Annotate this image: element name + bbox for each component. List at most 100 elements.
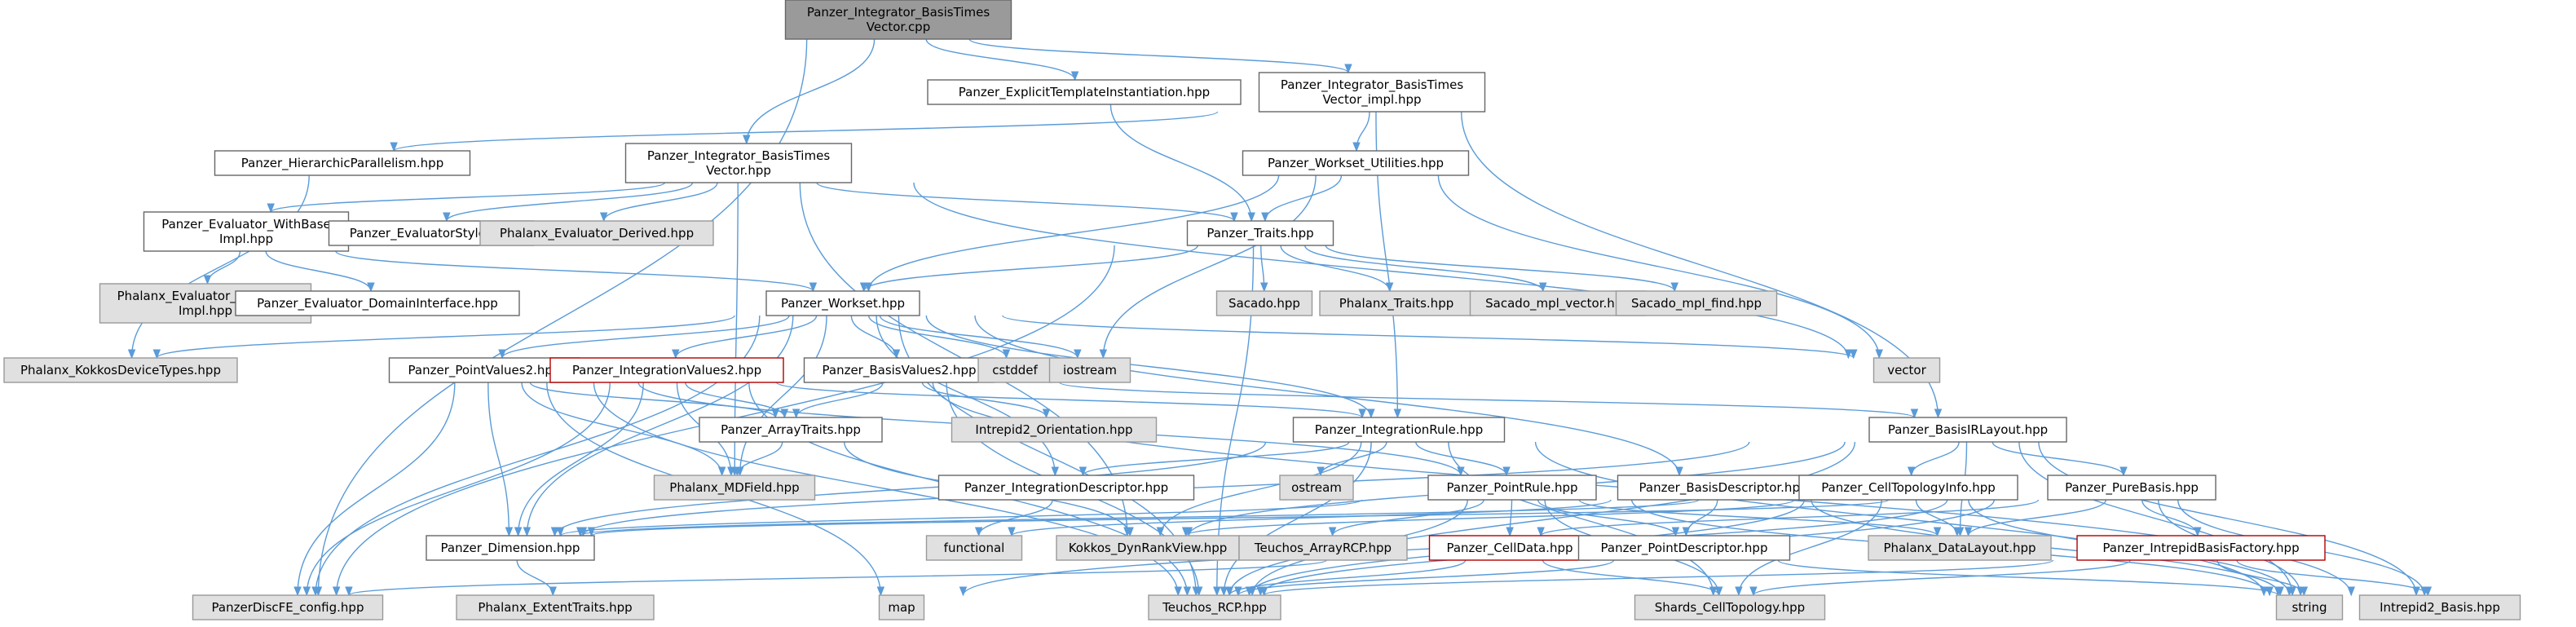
node-pointrule[interactable]: Panzer_PointRule.hpp [1427, 475, 1597, 501]
node-bv2[interactable]: Panzer_BasisValues2.hpp [803, 357, 995, 383]
edge-iv2-to-dimension [514, 382, 644, 537]
node-label: Panzer_Workset.hpp [781, 296, 905, 311]
node-label: PanzerDiscFE_config.hpp [212, 600, 364, 616]
edge-workset-to-mdfield [735, 315, 827, 477]
edge-intrule-to-dimension [550, 441, 1267, 537]
node-iv2[interactable]: Panzer_IntegrationValues2.hpp [549, 357, 784, 383]
node-workset[interactable]: Panzer_Workset.hpp [765, 290, 920, 316]
node-label: Vector_impl.hpp [1322, 92, 1421, 108]
node-box [925, 535, 1023, 561]
node-hier[interactable]: Panzer_HierarchicParallelism.hpp [214, 150, 471, 176]
node-label: Teuchos_RCP.hpp [1162, 600, 1267, 616]
node-label: Panzer_IntegrationDescriptor.hpp [964, 480, 1168, 496]
node-extent[interactable]: Phalanx_ExtentTraits.hpp [456, 594, 655, 620]
node-string[interactable]: string [2275, 594, 2344, 620]
node-celltopo[interactable]: Panzer_CellTopologyInfo.hpp [1798, 475, 2018, 501]
node-intdesc[interactable]: Panzer_IntegrationDescriptor.hpp [937, 475, 1195, 501]
edge-celltopo-to-dynrank [1181, 499, 1795, 537]
edge-workset-to-kokkosdev [152, 315, 735, 360]
node-label: Phalanx_MDField.hpp [669, 480, 799, 496]
node-box [765, 290, 920, 316]
node-box [1215, 290, 1313, 316]
edge-workset-to-dimension [523, 315, 794, 537]
node-basisdesc[interactable]: Panzer_BasisDescriptor.hpp [1617, 475, 1830, 501]
edge-intrule-to-ostream [1317, 441, 1387, 477]
node-vector[interactable]: vector [1872, 357, 1941, 383]
node-traits[interactable]: Panzer_Traits.hpp [1186, 220, 1334, 246]
node-dynrank[interactable]: Kokkos_DynRankView.hpp [1056, 535, 1240, 561]
edge-traits-to-workset [859, 245, 1198, 293]
node-box [2076, 535, 2326, 561]
edge-celldata-to-shards [1542, 559, 1723, 597]
node-label: Panzer_CellTopologyInfo.hpp [1821, 480, 1996, 496]
node-iostream[interactable]: iostream [1048, 357, 1131, 383]
node-box [2358, 594, 2521, 620]
node-intrule[interactable]: Panzer_IntegrationRule.hpp [1292, 417, 1506, 443]
edge-purebasis-to-celldata [1537, 499, 2040, 537]
edge-pointrule-to-celldata [1506, 499, 1514, 537]
edge-traits-to-sacado [1260, 245, 1268, 293]
edge-purebasis-to-intrepidfac [2142, 499, 2202, 537]
node-phxevalder[interactable]: Phalanx_Evaluator_Derived.hpp [479, 220, 714, 246]
edge-ibtv-to-traits [816, 182, 1238, 223]
node-box [192, 594, 384, 620]
node-discfe[interactable]: PanzerDiscFE_config.hpp [192, 594, 384, 620]
node-sacado[interactable]: Sacado.hpp [1215, 290, 1313, 316]
node-box [1279, 475, 1354, 501]
node-wsutil[interactable]: Panzer_Workset_Utilities.hpp [1242, 150, 1470, 176]
node-pointdesc[interactable]: Panzer_PointDescriptor.hpp [1577, 535, 1791, 561]
edge-wsutil-to-traits [1261, 174, 1343, 223]
node-label: Panzer_CellData.hpp [1446, 541, 1573, 556]
node-box [1258, 72, 1486, 113]
edge-root-to-eti [925, 38, 1079, 82]
node-cstddef[interactable]: cstddef [977, 357, 1052, 383]
node-datalayout[interactable]: Phalanx_DataLayout.hpp [1868, 535, 2052, 561]
node-box [1148, 594, 1281, 620]
nodes-layer: Panzer_Integrator_BasisTimesVector.cppPa… [3, 0, 2521, 620]
node-map[interactable]: map [878, 594, 925, 620]
node-ostream[interactable]: ostream [1279, 475, 1354, 501]
node-intrepidbasis[interactable]: Intrepid2_Basis.hpp [2358, 594, 2521, 620]
node-basisir[interactable]: Panzer_BasisIRLayout.hpp [1868, 417, 2067, 443]
node-label: vector [1887, 363, 1926, 378]
edge-traits-to-sacfind [1325, 245, 1678, 293]
node-arrayrcp[interactable]: Teuchos_ArrayRCP.hpp [1238, 535, 1408, 561]
node-label: Impl.hpp [219, 232, 273, 246]
edge-celltopo-to-datalayout [1915, 499, 1961, 537]
node-rcp[interactable]: Teuchos_RCP.hpp [1148, 594, 1281, 620]
edge-ibtv-to-vector [913, 182, 1853, 360]
node-celldata[interactable]: Panzer_CellData.hpp [1428, 535, 1591, 561]
node-sacfind[interactable]: Sacado_mpl_find.hpp [1615, 290, 1778, 316]
edge-pointrule-to-datalayout [1578, 499, 1942, 537]
node-box [784, 0, 1012, 40]
node-label: Shards_CellTopology.hpp [1655, 600, 1805, 616]
node-dimension[interactable]: Panzer_Dimension.hpp [426, 535, 595, 561]
node-eti[interactable]: Panzer_ExplicitTemplateInstantiation.hpp [927, 79, 1242, 105]
node-box [1428, 535, 1591, 561]
node-phxtraits[interactable]: Phalanx_Traits.hpp [1319, 290, 1474, 316]
node-purebasis[interactable]: Panzer_PureBasis.hpp [2047, 475, 2217, 501]
node-label: Intrepid2_Basis.hpp [2380, 600, 2500, 616]
node-box [1615, 290, 1778, 316]
node-evaldomain[interactable]: Panzer_Evaluator_DomainInterface.hpp [235, 290, 520, 316]
node-label: Panzer_ArrayTraits.hpp [721, 422, 861, 438]
node-arraytraits[interactable]: Panzer_ArrayTraits.hpp [699, 417, 883, 443]
node-label: Phalanx_Traits.hpp [1339, 296, 1454, 311]
node-shards[interactable]: Shards_CellTopology.hpp [1634, 594, 1826, 620]
node-intrepidorient[interactable]: Intrepid2_Orientation.hpp [951, 417, 1158, 443]
edge-celldata-to-discfe [345, 559, 1327, 597]
node-box [1577, 535, 1791, 561]
node-intrepidfac[interactable]: Panzer_IntrepidBasisFactory.hpp [2076, 535, 2326, 561]
edge-workset-to-iostream [879, 315, 1082, 360]
node-mdfield[interactable]: Phalanx_MDField.hpp [653, 475, 816, 501]
node-kokkosdev[interactable]: Phalanx_KokkosDeviceTypes.hpp [3, 357, 238, 383]
node-impl[interactable]: Panzer_Integrator_BasisTimesVector_impl.… [1258, 72, 1486, 113]
node-functional[interactable]: functional [925, 535, 1023, 561]
edge-intrepidfac-to-shards [1749, 559, 2131, 597]
node-box [2047, 475, 2217, 501]
